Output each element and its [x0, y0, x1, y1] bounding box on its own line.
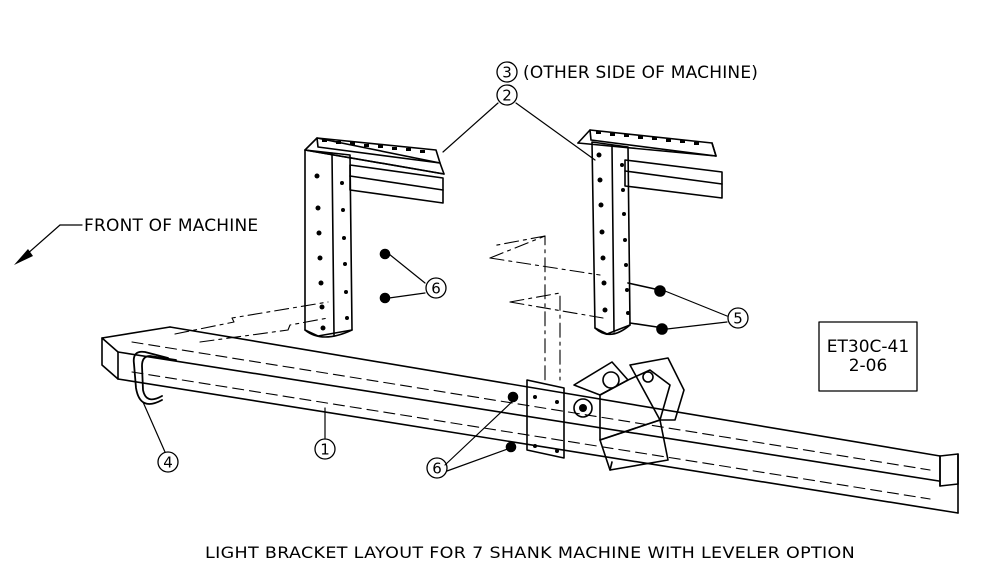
callout-circles: [157, 61, 749, 479]
callout-3: 3: [502, 64, 512, 82]
drawing-caption: LIGHT BRACKET LAYOUT FOR 7 SHANK MACHINE…: [205, 543, 855, 562]
other-side-label: (OTHER SIDE OF MACHINE): [523, 63, 758, 83]
u-bolt: [132, 350, 177, 405]
phantom-lines: [174, 235, 604, 381]
drawing-code-line2: 2-06: [849, 356, 888, 376]
bracket-holes: [314, 152, 654, 453]
front-arrow: [14, 249, 33, 265]
drawing-code-box: [818, 321, 918, 392]
bolts: [627, 282, 668, 335]
callout-1: 1: [320, 441, 330, 459]
front-of-machine-label: FRONT OF MACHINE: [84, 216, 258, 236]
main-tube: [101, 326, 959, 514]
leader-lines: [17, 102, 728, 472]
right-light-bracket: [577, 129, 723, 336]
nuts: [379, 248, 519, 453]
plate-holes: [322, 131, 699, 153]
left-light-bracket: [304, 137, 445, 338]
callout-5: 5: [733, 310, 743, 328]
callout-4: 4: [163, 454, 173, 472]
callout-6-lower: 6: [432, 460, 442, 478]
drawing-code-line1: ET30C-41: [827, 337, 909, 357]
leveler-mount: [526, 357, 685, 471]
callout-2: 2: [502, 87, 512, 105]
callout-6-upper: 6: [431, 280, 441, 298]
